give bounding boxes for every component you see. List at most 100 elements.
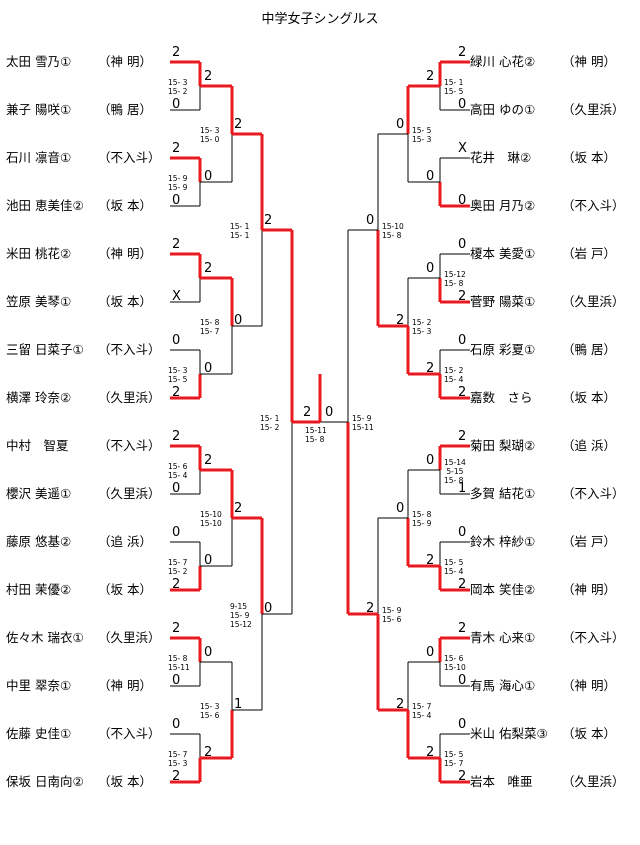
player-name: 横澤 玲奈②	[6, 390, 72, 405]
left_r1-score-bottom: 0	[172, 97, 181, 112]
left_r3-score-top: 2	[234, 501, 243, 516]
player-team: （神 明）	[562, 582, 616, 597]
right_r3-score-bottom: 2	[396, 697, 405, 712]
right_r1-score-bottom: 0	[458, 97, 467, 112]
left_r2-game-scores: 15- 3 15- 0	[200, 126, 220, 144]
player-name: 高田 ゆの①	[470, 102, 536, 117]
player-name: 榎本 美愛①	[470, 246, 536, 261]
player-name: 藤原 悠基②	[6, 534, 72, 549]
left-player-row: 村田 茉優②（坂 本）	[6, 582, 152, 598]
left_r1-score-top: 2	[172, 429, 181, 444]
player-name: 米田 桃花②	[6, 246, 72, 261]
right_r3-game-scores: 15- 9 15- 6	[382, 606, 402, 624]
player-team: （神 明）	[98, 246, 152, 261]
left_r1-game-scores: 15- 9 15- 9	[168, 174, 188, 192]
player-team: （不入斗）	[562, 630, 625, 645]
right-player-row: 青木 心来① （不入斗）	[470, 630, 625, 646]
right_r1-game-scores: 15- 1 15- 5	[444, 78, 464, 96]
left_r1-score-bottom: 2	[172, 577, 181, 592]
left_r1-game-scores: 15- 8 15-11	[168, 654, 190, 672]
right_r3-score-top: 0	[396, 501, 405, 516]
right-player-row: 石原 彩夏① （鴨 居）	[470, 342, 616, 358]
right_r2-score-top: 0	[426, 645, 435, 660]
player-name: 櫻沢 美遥①	[6, 486, 72, 501]
player-team: （神 明）	[562, 678, 616, 693]
right_r1-game-scores: 15-12 15- 8	[444, 270, 466, 288]
right_r1-score-bottom: 0	[458, 673, 467, 688]
player-team: （不入斗）	[98, 342, 161, 357]
left_r1-score-bottom: X	[172, 289, 181, 304]
player-name: 石川 凛音①	[6, 150, 72, 165]
right_r2-score-bottom: 2	[426, 361, 435, 376]
player-name: 池田 恵美佳②	[6, 198, 84, 213]
final-game-scores: 15-11 15- 8	[305, 426, 327, 444]
player-name: 石原 彩夏①	[470, 342, 536, 357]
player-name: 鈴木 梓紗①	[470, 534, 536, 549]
right-player-row: 岡本 笑佳②（神 明）	[470, 582, 616, 598]
left_r2-score-bottom: 0	[204, 553, 213, 568]
right-player-row: 菊田 梨瑚②（追 浜）	[470, 438, 616, 454]
right_r2-score-top: 2	[426, 69, 435, 84]
player-team: （坂 本）	[98, 294, 152, 309]
right-player-row: 多賀 結花① （不入斗）	[470, 486, 625, 502]
left-player-row: 太田 雪乃①（神 明）	[6, 54, 152, 70]
player-team: （不入斗）	[562, 198, 625, 213]
left_r1-score-bottom: 0	[172, 481, 181, 496]
left_r1-score-bottom: 2	[172, 769, 181, 784]
player-name: 嘉数 さら	[470, 390, 533, 405]
player-name: 村田 茉優②	[6, 582, 72, 597]
left_r1-score-top: 2	[172, 141, 181, 156]
player-team: （鴨 居）	[562, 342, 616, 357]
left_r1-score-bottom: 2	[172, 385, 181, 400]
right_r3-game-scores: 15-10 15- 8	[382, 222, 404, 240]
player-team: （久里浜）	[562, 294, 625, 309]
right_r1-score-bottom: 2	[458, 577, 467, 592]
right-player-row: 鈴木 梓紗①（岩 戸）	[470, 534, 616, 550]
player-team: （久里浜）	[98, 390, 161, 405]
right_r1-score-top: 2	[458, 621, 467, 636]
right_r1-score-bottom: 0	[458, 193, 467, 208]
left_r2-score-top: 2	[204, 453, 213, 468]
left-player-row: 中村 智夏（不入斗）	[6, 438, 161, 454]
right_r1-game-scores: 15- 6 15-10	[444, 654, 466, 672]
right_r2-score-bottom: 2	[426, 553, 435, 568]
left_r2-score-top: 0	[204, 645, 213, 660]
right_r4-score-bottom: 2	[366, 601, 375, 616]
left_r3-score-bottom: 0	[234, 313, 243, 328]
left_r2-score-bottom: 0	[204, 169, 213, 184]
player-name: 青木 心来①	[470, 630, 536, 645]
player-name: 多賀 結花①	[470, 486, 536, 501]
left_r2-game-scores: 15- 8 15- 7	[200, 318, 220, 336]
left-player-row: 櫻沢 美遥①（久里浜）	[6, 486, 161, 502]
left_r2-score-bottom: 2	[204, 745, 213, 760]
left_r1-score-top: 0	[172, 525, 181, 540]
left_r1-score-top: 0	[172, 717, 181, 732]
left_r1-score-top: 2	[172, 237, 181, 252]
player-team: （坂 本）	[98, 774, 152, 789]
player-team: （不入斗）	[98, 438, 161, 453]
left-player-row: 石川 凛音① （不入斗）	[6, 150, 161, 166]
player-name: 菅野 陽菜①	[470, 294, 536, 309]
left_r3-score-top: 2	[234, 117, 243, 132]
right-player-row: 米山 佑梨菜③（坂 本）	[470, 726, 616, 742]
right_r2-score-top: 0	[426, 453, 435, 468]
right-player-row: 花井 琳②（坂 本）	[470, 150, 616, 166]
left-player-row: 兼子 陽咲①（鴨 居）	[6, 102, 152, 118]
right_r3-score-bottom: 2	[396, 313, 405, 328]
right_r4-game-scores: 15- 9 15-11	[352, 414, 374, 432]
left-player-row: 笠原 美琴①（坂 本）	[6, 294, 152, 310]
player-team: （坂 本）	[562, 390, 616, 405]
right_r1-score-top: 2	[458, 429, 467, 444]
right_r1-score-bottom: 2	[458, 289, 467, 304]
right_r1-game-scores: 15- 2 15- 4	[444, 366, 464, 384]
player-team: （坂 本）	[98, 198, 152, 213]
right-player-row: 奥田 月乃②（不入斗）	[470, 198, 625, 214]
right_r4-score-top: 0	[366, 213, 375, 228]
player-team: （不入斗）	[562, 486, 625, 501]
player-name: 米山 佑梨菜③	[470, 726, 548, 741]
right-player-row: 高田 ゆの①（久里浜）	[470, 102, 625, 118]
player-team: （鴨 居）	[98, 102, 152, 117]
player-team: （不入斗）	[98, 150, 161, 165]
player-name: 緑川 心花②	[470, 54, 536, 69]
